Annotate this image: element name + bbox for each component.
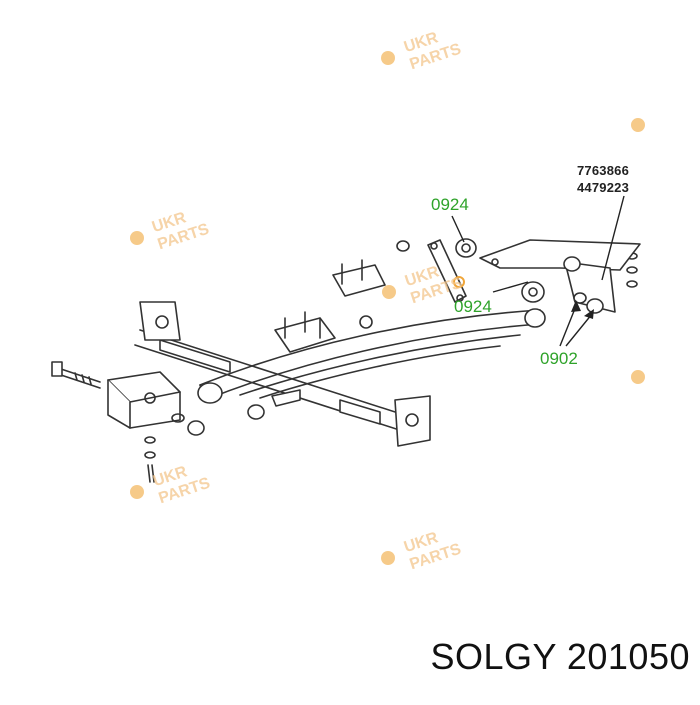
leader-7763866	[601, 195, 625, 281]
left-spring-bracket	[139, 301, 181, 341]
shackle-bracket	[479, 239, 641, 271]
part-label-0902: 0902	[540, 349, 578, 368]
leader-0902-b	[565, 313, 593, 347]
leaf-spring	[197, 308, 546, 404]
right-spring-bracket	[394, 395, 431, 447]
bump-stop-pad	[271, 389, 301, 407]
brand-caption: SOLGY 201050	[430, 636, 690, 677]
long-bolt	[51, 361, 101, 389]
axle-tube	[134, 329, 421, 436]
part-label-0924-top: 0924	[431, 195, 469, 214]
part-number-4479223: 4479223	[577, 180, 630, 195]
part-label-0924-mid: 0924	[454, 297, 492, 316]
leader-0924-top	[451, 215, 465, 243]
arrow-heads	[571, 300, 594, 319]
shackle-plate-0902	[563, 256, 616, 314]
part-number-7763866: 7763866	[577, 163, 630, 178]
leader-0924-mid	[492, 281, 529, 293]
center-clamp-plate	[274, 311, 336, 353]
bushing-0924-top	[455, 238, 477, 258]
top-clamp-plate	[332, 259, 386, 297]
leader-0902-a	[559, 305, 577, 347]
highlight-ring	[453, 276, 465, 288]
mount-block	[107, 371, 181, 429]
bushing-0924-mid	[521, 281, 545, 303]
leader-lines	[451, 195, 625, 347]
watermark-gear-icons	[130, 51, 645, 565]
